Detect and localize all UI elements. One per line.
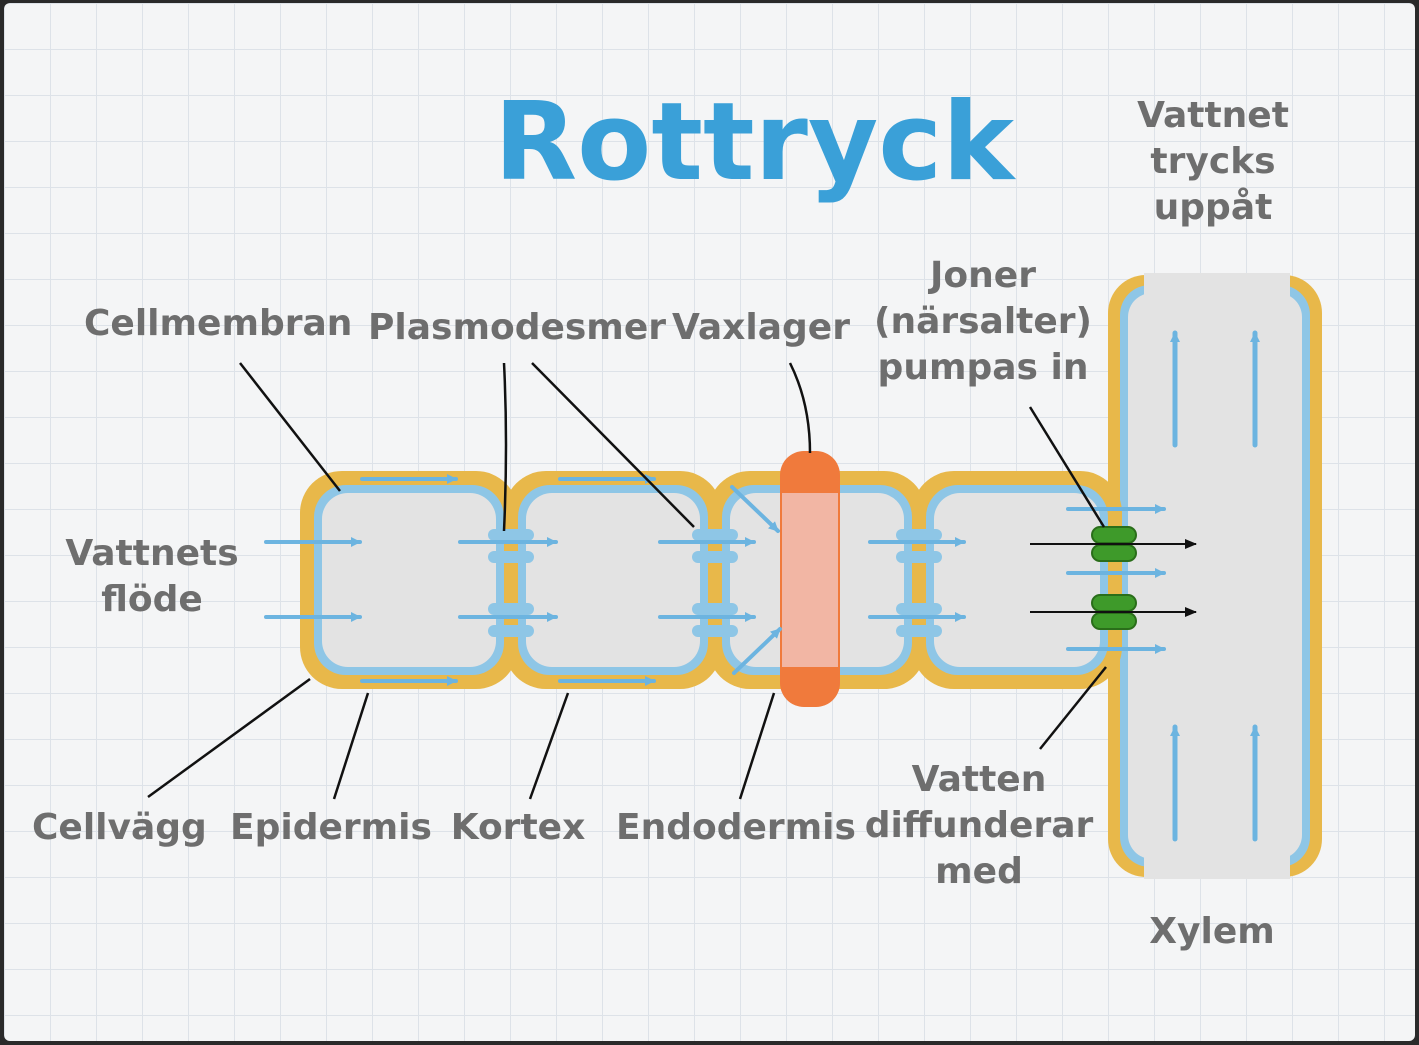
plasmodesmata <box>488 529 942 637</box>
cortex-cell <box>504 471 722 689</box>
label-plasmodesmer: Plasmodesmer <box>368 307 666 348</box>
water-flow-arrows <box>264 474 1166 686</box>
slide: Rottryck Cellmembran Plasmodesmer Vaxlag… <box>4 3 1415 1041</box>
label-vatten-diffunderar: Vatten diffunderar med <box>864 759 1094 892</box>
ion-arrows <box>1030 539 1197 617</box>
label-vattnet-trycks: Vattnet trycks uppåt <box>1137 95 1289 228</box>
label-kortex: Kortex <box>450 807 586 848</box>
pericycle-cell <box>912 471 1122 689</box>
epidermis-cell <box>300 471 518 689</box>
label-endodermis: Endodermis <box>616 807 856 848</box>
label-vaxlager: Vaxlager <box>672 307 850 348</box>
label-xylem: Xylem <box>1149 911 1275 952</box>
wax-layer <box>780 451 840 707</box>
label-cellvagg: Cellvägg <box>32 807 207 848</box>
xylem-up-arrows <box>1170 330 1260 842</box>
diagram-title: Rottryck <box>494 80 1015 205</box>
root-pressure-diagram <box>147 273 1322 879</box>
label-vattnets-flode: Vattnets flöde <box>65 533 239 620</box>
label-joner: Joner (närsalter) pumpas in <box>873 255 1093 388</box>
label-epidermis: Epidermis <box>230 807 432 848</box>
label-cellmembran: Cellmembran <box>84 303 353 344</box>
ion-pumps <box>1091 526 1137 630</box>
xylem-vessel <box>1108 273 1322 879</box>
leader-lines <box>147 362 1107 800</box>
